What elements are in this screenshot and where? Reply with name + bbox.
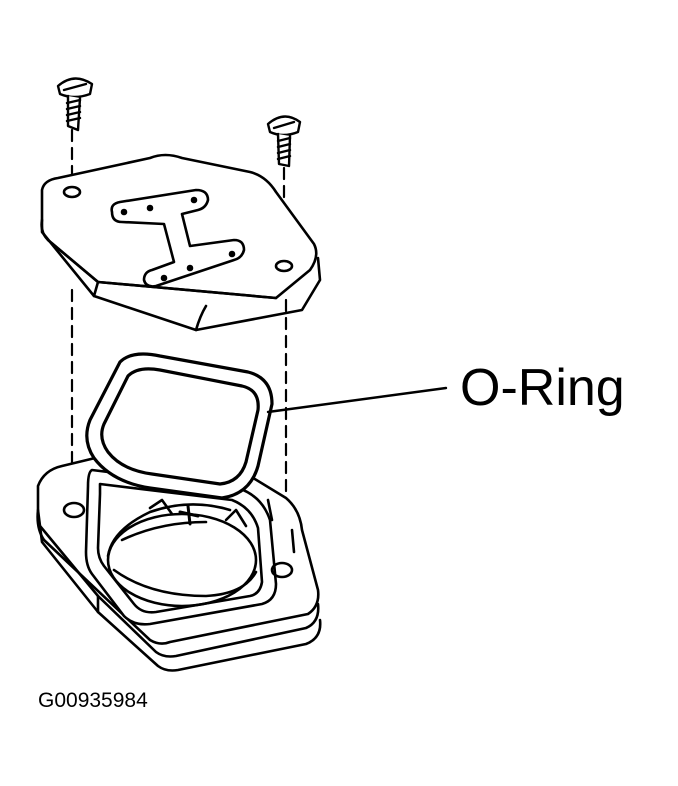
figure-id: G00935984 [38, 689, 148, 712]
o-ring [87, 354, 272, 498]
base-housing [38, 452, 321, 671]
cover-plate [42, 155, 320, 330]
o-ring-leader-line [268, 388, 446, 412]
screw-left [58, 78, 92, 130]
screw-right [268, 116, 300, 166]
o-ring-label: O-Ring [460, 359, 625, 417]
